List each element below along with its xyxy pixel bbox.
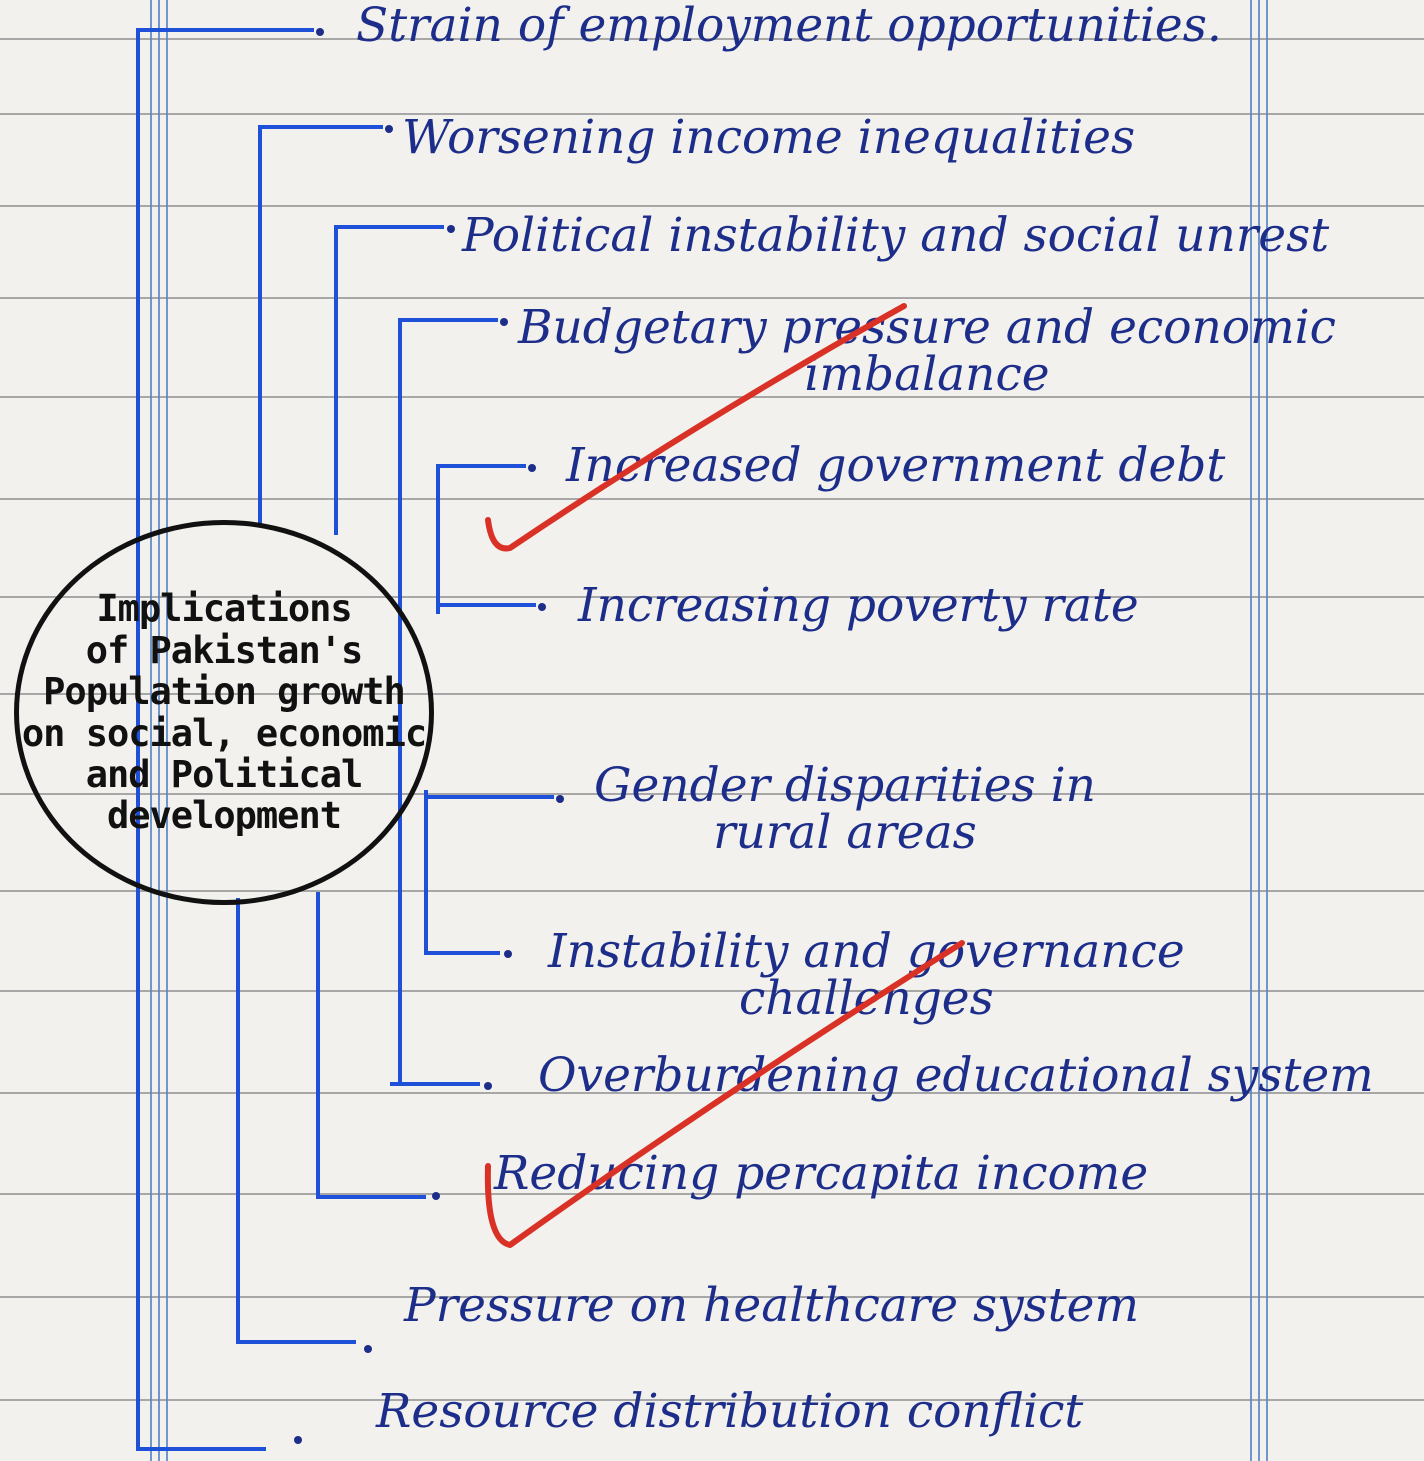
branch-bullet — [294, 1436, 302, 1444]
branch-educational-system: Overburdening educational system — [538, 1048, 1374, 1103]
connector-horizontal — [236, 1340, 356, 1344]
branch-per-capita-income: Reducing percapita income — [494, 1146, 1149, 1201]
connector-horizontal — [424, 951, 500, 955]
branch-government-debt: Increased government debt — [566, 438, 1226, 493]
branch-bullet — [432, 1192, 440, 1200]
branch-bullet — [538, 603, 546, 611]
ruled-line — [0, 1296, 1424, 1298]
connector-vertical — [424, 790, 428, 955]
connector-horizontal — [136, 28, 314, 32]
ruled-line — [0, 297, 1424, 299]
branch-bullet — [447, 225, 455, 233]
branch-bullet — [528, 464, 536, 472]
connector-vertical — [236, 898, 240, 1343]
branch-healthcare: Pressure on healthcare system — [404, 1278, 1140, 1333]
branch-bullet — [316, 28, 324, 36]
ruled-line — [0, 498, 1424, 500]
ruled-line — [0, 1399, 1424, 1401]
ruled-line — [0, 693, 1424, 695]
branch-gender-disparities: Gender disparities in rural areas — [594, 758, 1096, 860]
branch-employment: Strain of employment opportunities. — [356, 0, 1222, 53]
connector-vertical — [316, 892, 320, 1198]
ruled-line — [0, 113, 1424, 115]
connector-horizontal — [398, 318, 498, 322]
central-topic-label: Implications of Pakistan's Population gr… — [21, 587, 427, 838]
branch-income-inequality: Worsening income inequalities — [402, 110, 1136, 165]
branch-bullet — [504, 950, 512, 958]
connector-horizontal — [390, 1082, 480, 1086]
connector-vertical — [258, 125, 262, 525]
branch-governance-challenges: Instability and governance challenges — [548, 924, 1185, 1026]
connector-vertical — [334, 225, 338, 535]
connector-horizontal — [136, 1447, 266, 1451]
branch-bullet — [385, 125, 393, 133]
connector-horizontal — [436, 464, 526, 468]
connector-horizontal — [436, 603, 536, 607]
connector-horizontal — [258, 125, 383, 129]
ruled-line — [0, 205, 1424, 207]
branch-budgetary-pressure: Budgetary pressure and economic imbalanc… — [518, 300, 1337, 402]
ruled-line — [0, 890, 1424, 892]
branch-bullet — [364, 1345, 372, 1353]
branch-bullet — [500, 318, 508, 326]
ruled-line — [0, 38, 1424, 40]
branch-bullet — [556, 795, 564, 803]
branch-political-instability: Political instability and social unrest — [462, 208, 1330, 263]
ruled-line — [0, 793, 1424, 795]
connector-horizontal — [316, 1195, 426, 1199]
right-margin-line — [1258, 0, 1260, 1461]
branch-bullet — [484, 1082, 492, 1090]
right-margin-line — [1266, 0, 1268, 1461]
connector-vertical — [436, 464, 440, 614]
ruled-line — [0, 596, 1424, 598]
connector-horizontal — [424, 795, 554, 799]
branch-poverty-rate: Increasing poverty rate — [578, 578, 1139, 633]
central-topic-circle: Implications of Pakistan's Population gr… — [14, 520, 434, 905]
branch-resource-conflict: Resource distribution conflict — [376, 1384, 1084, 1439]
connector-horizontal — [334, 225, 444, 229]
right-margin-line — [1250, 0, 1252, 1461]
